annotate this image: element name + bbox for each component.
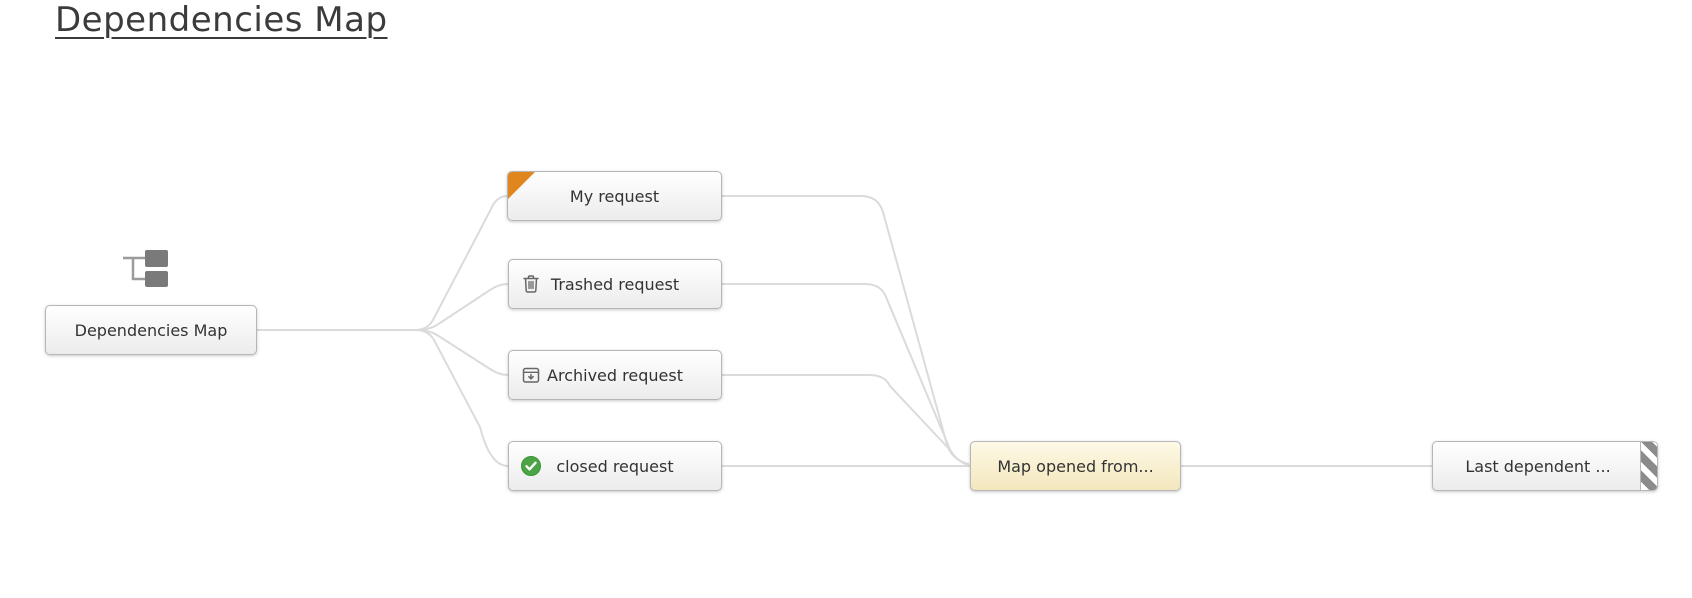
node-label: closed request xyxy=(556,456,674,476)
trash-icon xyxy=(523,275,539,293)
node-dependencies-map[interactable]: Dependencies Map xyxy=(45,305,257,355)
node-trashed-request[interactable]: Trashed request xyxy=(508,259,722,309)
striped-edge-badge xyxy=(1640,442,1657,490)
connection-root-to-closed-request xyxy=(256,329,509,467)
archive-icon xyxy=(522,367,540,383)
hierarchy-icon xyxy=(123,250,168,287)
page-title: Dependencies Map xyxy=(55,0,388,40)
node-last-dependent[interactable]: Last dependent ... xyxy=(1432,441,1658,491)
connection-archived-request-to-map-opened xyxy=(721,374,969,466)
node-closed-request[interactable]: closed request xyxy=(508,441,722,491)
node-map-opened-from[interactable]: Map opened from... xyxy=(970,441,1181,491)
connection-root-to-my-request xyxy=(256,195,508,331)
node-label: Archived request xyxy=(547,365,683,385)
check-circle-icon xyxy=(521,456,541,476)
node-archived-request[interactable]: Archived request xyxy=(508,350,722,400)
connection-my-request-to-map-opened xyxy=(721,195,969,465)
connection-root-to-archived-request xyxy=(256,329,509,376)
node-label: My request xyxy=(569,186,660,206)
node-label: Trashed request xyxy=(550,274,680,294)
node-my-request[interactable]: My request xyxy=(507,171,722,221)
connection-root-to-trashed-request xyxy=(256,283,509,331)
node-label: Map opened from... xyxy=(997,456,1154,476)
node-label: Last dependent ... xyxy=(1465,456,1611,476)
node-label: Dependencies Map xyxy=(74,320,228,340)
